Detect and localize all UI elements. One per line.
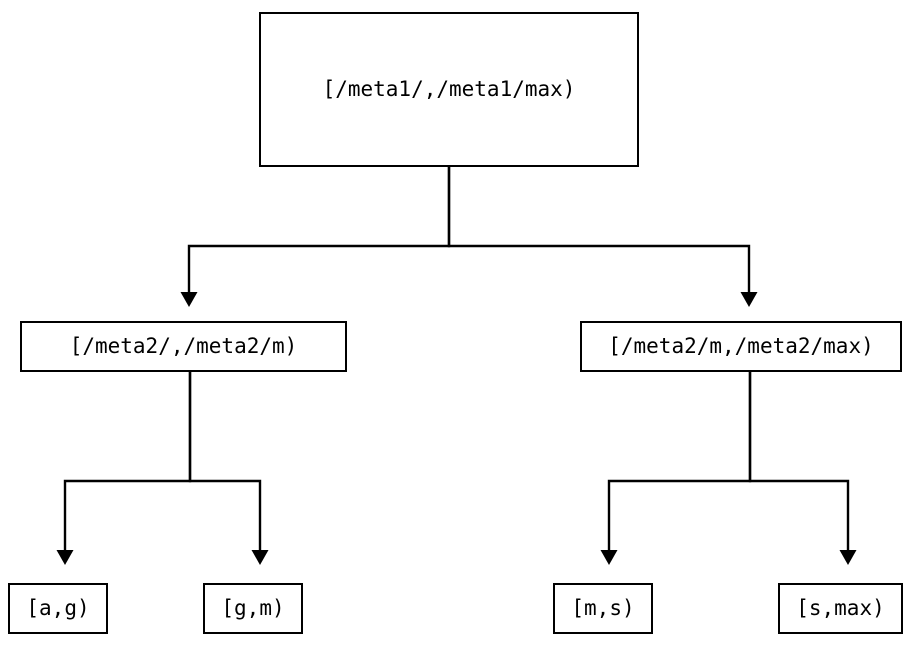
node-leaf-s-max[interactable]: [s,max)	[778, 583, 903, 634]
node-mid-right[interactable]: [/meta2/m,/meta2/max)	[580, 321, 902, 372]
node-leaf-a-g[interactable]: [a,g)	[8, 583, 108, 634]
arrowhead-icon	[180, 292, 198, 307]
edge-root-to-mid-right	[447, 167, 758, 307]
node-leaf-g-m[interactable]: [g,m)	[203, 583, 303, 634]
arrowhead-icon	[740, 292, 758, 307]
arrowhead-icon	[600, 550, 618, 565]
edge-mid-right-to-leaf-3	[600, 372, 752, 565]
edge-mid-right-to-leaf-4	[748, 372, 857, 565]
node-leaf-m-s[interactable]: [m,s)	[553, 583, 653, 634]
edge-mid-left-to-leaf-1	[56, 372, 192, 565]
arrowhead-icon	[839, 550, 857, 565]
node-mid-left[interactable]: [/meta2/,/meta2/m)	[20, 321, 347, 372]
edge-mid-left-to-leaf-2	[188, 372, 269, 565]
arrowhead-icon	[56, 550, 74, 565]
node-root[interactable]: [/meta1/,/meta1/max)	[259, 12, 639, 167]
edge-root-to-mid-left	[180, 167, 451, 307]
arrowhead-icon	[251, 550, 269, 565]
